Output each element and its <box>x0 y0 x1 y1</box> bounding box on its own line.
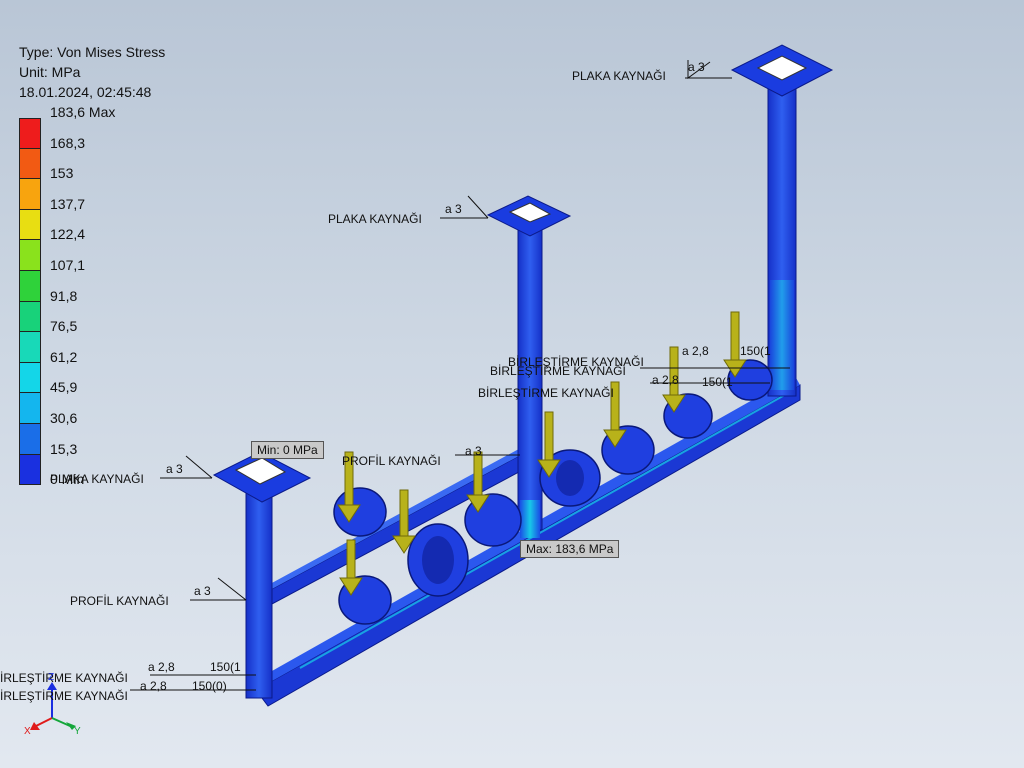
weld-label-plaka-middle: PLAKA KAYNAĞI <box>328 211 422 226</box>
weld-label-plaka-right: PLAKA KAYNAĞI <box>572 68 666 83</box>
result-type-label: Type: Von Mises Stress <box>19 44 166 60</box>
axis-x-label: X <box>24 726 31 737</box>
weld-label-birlestirme-r1: BİRLEŞTİRME KAYNAĞI <box>508 354 644 369</box>
weld-size-middle: a 3 <box>445 202 462 216</box>
stress-color-legend <box>19 118 41 486</box>
weld-leaders <box>130 60 790 691</box>
stress-legend-labels: 183,6 Max 168,3 153 137,7 122,4 107,1 91,8 76,5… <box>50 102 115 500</box>
weld-label-birlestirme-l2: İRLEŞTİRME KAYNAĞI <box>0 688 128 703</box>
legend-swatch <box>19 270 41 302</box>
legend-swatch <box>19 362 41 394</box>
legend-swatch <box>19 148 41 180</box>
weld-size-profil-lower: a 3 <box>194 584 211 598</box>
legend-swatch <box>19 118 41 149</box>
right-column <box>730 44 834 397</box>
legend-swatch <box>19 423 41 455</box>
unit-label: Unit: MPa <box>19 64 81 80</box>
legend-swatch <box>19 301 41 333</box>
left-column <box>212 451 312 699</box>
legend-swatch <box>19 393 41 424</box>
weld-label-plaka-left: PLAKA KAYNAĞI <box>50 471 144 486</box>
legend-value-label: 153 <box>50 165 74 182</box>
weld-size-birlestirme-r3: a 2,8 <box>652 373 679 387</box>
timestamp-label: 18.01.2024, 02:45:48 <box>19 84 152 100</box>
max-stress-probe[interactable]: Max: 183,6 MPa <box>520 540 620 558</box>
legend-value-label: 122,4 <box>50 226 86 243</box>
legend-value-label: 0 Min <box>50 471 85 488</box>
min-stress-probe[interactable]: Min: 0 MPa <box>251 441 324 459</box>
legend-value-label: 183,6 Max <box>50 104 116 120</box>
legend-value-label: 30,6 <box>50 409 78 426</box>
weld-label-profil-upper: PROFİL KAYNAĞI <box>342 453 441 468</box>
legend-swatch <box>19 240 41 271</box>
weld-label-profil-lower: PROFİL KAYNAĞI <box>70 593 169 608</box>
legend-value-label: 137,7 <box>50 195 86 212</box>
legend-swatch <box>19 179 41 210</box>
weld-length-r1: 150(1 <box>740 344 771 358</box>
legend-swatch <box>19 454 41 486</box>
weld-label-birlestirme-l1: İRLEŞTİRME KAYNAĞI <box>0 670 128 685</box>
weld-size-birlestirme-l1: a 2,8 <box>148 660 175 674</box>
legend-value-label: 15,3 <box>50 440 78 457</box>
axis-y-label: Y <box>74 726 81 737</box>
legend-value-label: 61,2 <box>50 348 78 365</box>
legend-swatch <box>19 209 41 241</box>
middle-column <box>486 195 572 538</box>
legend-value-label: 91,8 <box>50 287 78 304</box>
weld-size-left: a 3 <box>166 462 183 476</box>
legend-value-label: 45,9 <box>50 379 78 396</box>
axis-z-label: Z <box>48 672 54 683</box>
legend-value-label: 168,3 <box>50 134 86 151</box>
legend-value-label: 107,1 <box>50 256 86 273</box>
weld-size-profil-upper: a 3 <box>465 444 482 458</box>
legend-swatch <box>19 332 41 363</box>
weld-size-birlestirme-r1: a 2,8 <box>682 344 709 358</box>
axis-triad <box>30 682 76 730</box>
weld-length-l1: 150(1 <box>210 660 241 674</box>
legend-value-label: 76,5 <box>50 318 78 335</box>
weld-size-right: a 3 <box>688 60 705 74</box>
weld-size-birlestirme-l2: a 2,8 <box>140 679 167 693</box>
weld-label-birlestirme-r3: BİRLEŞTİRME KAYNAĞI <box>478 385 614 400</box>
weld-label-birlestirme-r2: BİRLEŞTİRME KAYNAĞI <box>490 363 626 378</box>
weld-length-l2: 150(0) <box>192 679 227 693</box>
weld-length-r3: 150(1 <box>702 375 733 389</box>
